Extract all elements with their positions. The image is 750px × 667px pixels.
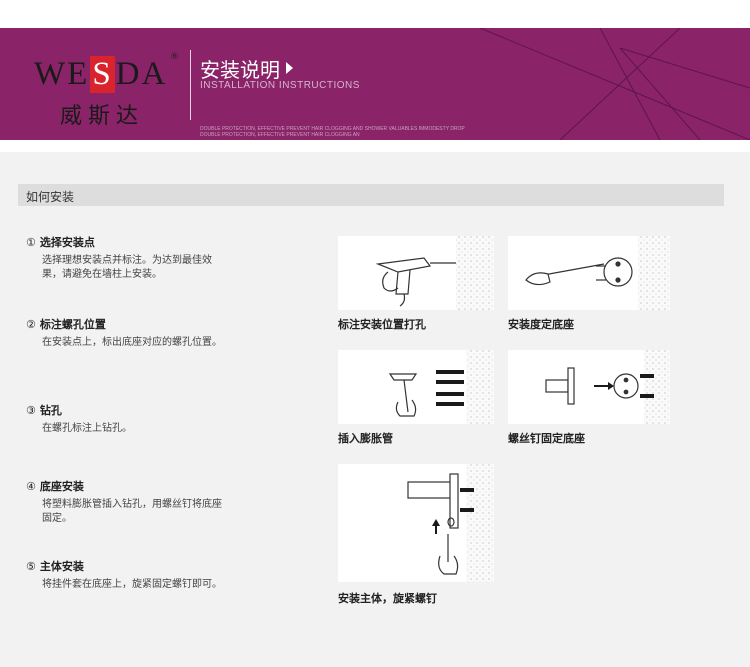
hammer-icon bbox=[388, 350, 494, 424]
step-description: 将塑料膨胀管插入钻孔，用螺丝钉将底座固定。 bbox=[42, 499, 222, 524]
banner-decor-lines bbox=[479, 28, 750, 140]
triangle-right-icon bbox=[286, 62, 293, 74]
drill-icon bbox=[375, 236, 494, 310]
step-description: 在安装点上，标出底座对应的螺孔位置。 bbox=[42, 337, 222, 348]
illustration-base-mount bbox=[508, 350, 670, 424]
screwdriver-icon bbox=[525, 236, 670, 310]
header-banner: WESDA ® 威斯达 安装说明 INSTALLATION INSTRUCTIO… bbox=[0, 28, 750, 140]
base-mount-icon bbox=[545, 350, 670, 424]
logo-s-block: S bbox=[90, 56, 115, 93]
logo-chinese-name: 威斯达 bbox=[60, 103, 145, 128]
illustration-hammer bbox=[338, 350, 494, 424]
step-description: 选择理想安装点并标注。为达到最佳效果，请避免在墙柱上安装。 bbox=[42, 255, 212, 280]
step-description: 在螺孔标注上钻孔。 bbox=[42, 423, 132, 434]
illustration-screwdriver bbox=[508, 236, 670, 310]
illustration-caption: 螺丝钉固定底座 bbox=[508, 432, 585, 445]
page-subtitle: INSTALLATION INSTRUCTIONS bbox=[200, 80, 360, 91]
illustration-caption: 标注安装位置打孔 bbox=[338, 318, 426, 331]
illustration-caption: 安装主体，旋紧螺钉 bbox=[338, 592, 437, 605]
illustration-caption: 安装度定底座 bbox=[508, 318, 574, 331]
banner-fine-text: DOUBLE PROTECTION, EFFECTIVE PREVENT HAI… bbox=[200, 132, 360, 138]
illustration-tighten-screw bbox=[338, 464, 494, 582]
registered-mark: ® bbox=[170, 52, 179, 62]
section-title: 如何安装 bbox=[26, 190, 75, 204]
banner-divider bbox=[190, 50, 191, 120]
page-title: 安装说明 bbox=[200, 54, 293, 83]
step-description: 将挂件套在底座上，旋紧固定螺钉即可。 bbox=[42, 579, 222, 590]
tighten-screw-icon bbox=[407, 464, 494, 582]
banner-fine-text: DOUBLE PROTECTION, EFFECTIVE PREVENT HAI… bbox=[200, 126, 465, 132]
illustration-drill bbox=[338, 236, 494, 310]
illustration-caption: 插入膨胀管 bbox=[338, 432, 393, 445]
section-header: 如何安装 bbox=[18, 184, 724, 206]
logo-wordmark: WESDA bbox=[34, 56, 168, 93]
brand-logo: WESDA ® 威斯达 bbox=[26, 46, 184, 128]
